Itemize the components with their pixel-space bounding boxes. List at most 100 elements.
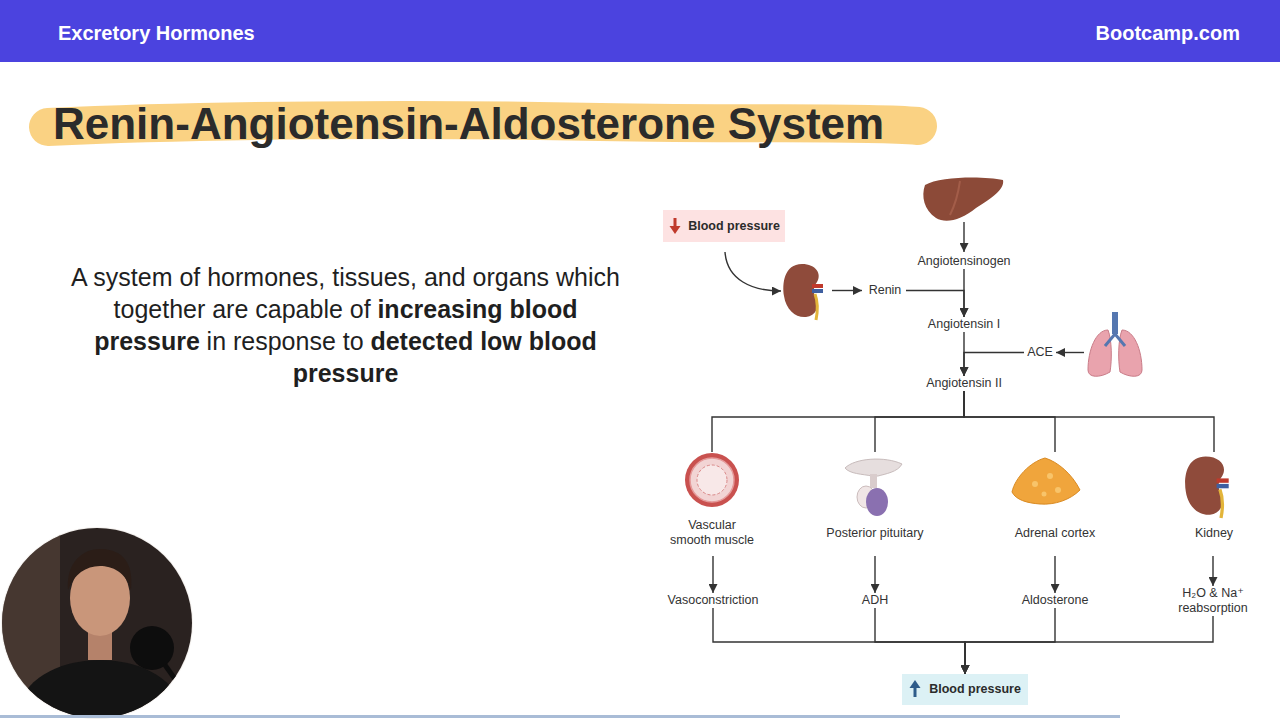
flow-arrow	[875, 391, 964, 452]
flow-arrow	[963, 269, 964, 317]
decrease-arrow-symbol	[670, 218, 681, 234]
secretion-arrow	[963, 222, 964, 252]
enzyme-label: ACE	[1024, 345, 1056, 360]
node-label: Angiotensin II	[917, 376, 1011, 391]
adrenal-icon	[1012, 458, 1080, 504]
vessel-muscle	[690, 458, 734, 502]
hormone-label: Angiotensin II	[917, 376, 1011, 391]
decrease-arrow-head	[670, 226, 681, 234]
kidney-icon	[1185, 456, 1229, 518]
signal-arrow	[725, 252, 781, 291]
section-name: Excretory Hormones	[58, 20, 255, 46]
microphone	[130, 626, 174, 670]
node-label: Blood pressure	[929, 682, 1021, 697]
flow-arrow	[1212, 556, 1213, 586]
flow-arrow	[965, 616, 1213, 674]
pituitary-stalk	[870, 474, 877, 488]
target-organ: Kidney	[1184, 452, 1244, 556]
adrenal-texture	[1032, 481, 1038, 487]
increase-arrow-symbol	[910, 680, 921, 697]
posterior-pituitary-lobe	[866, 488, 888, 516]
renal-vein	[1217, 484, 1229, 488]
increase-arrow-head	[910, 680, 921, 688]
flow-arrow	[965, 608, 1055, 674]
node-label: ADH	[855, 593, 895, 608]
flow-arrow	[712, 391, 964, 452]
node-label: Aldosterone	[1010, 593, 1100, 608]
condition-box: Blood pressure	[663, 210, 785, 242]
liver-lobe-line	[950, 181, 960, 215]
node-label: Blood pressure	[688, 219, 780, 234]
target-organ: Posterior pituitary	[815, 452, 935, 556]
hypothalamus	[845, 459, 902, 476]
renal-artery	[1217, 478, 1229, 482]
node-label: Posterior pituitary	[815, 526, 935, 541]
lungs-icon	[1088, 312, 1142, 376]
flow-arrow	[712, 556, 713, 593]
progress-bar	[0, 715, 1120, 718]
adrenal-texture	[1042, 492, 1047, 497]
renal-vein	[812, 289, 823, 293]
effect-label: Aldosterone	[1010, 593, 1100, 608]
vessel-lumen	[697, 465, 727, 495]
secretion-arrow	[1056, 352, 1084, 353]
target-organ: Vascular smooth muscle	[667, 452, 757, 556]
vessel-icon	[685, 453, 739, 507]
increase-arrow-shaft	[914, 687, 917, 697]
site-name: Bootcamp.com	[1096, 20, 1240, 46]
effect-label: ADH	[855, 593, 895, 608]
flow-arrow	[906, 291, 964, 318]
pituitary-icon	[845, 459, 902, 516]
target-organ: Adrenal cortex	[1005, 452, 1105, 556]
vessel-wall	[685, 453, 739, 507]
adrenal-texture	[1055, 487, 1061, 493]
node-label: Vascular smooth muscle	[667, 518, 757, 548]
secretion-arrow	[832, 290, 862, 291]
flow-arrow	[963, 332, 964, 376]
node-label: Renin	[864, 283, 906, 298]
left-lung	[1088, 330, 1111, 376]
title-box: Renin-Angiotensin-Aldosterone System	[53, 99, 884, 149]
webcam-image	[0, 525, 200, 720]
ureter	[1220, 489, 1223, 518]
node-label: ACE	[1024, 345, 1056, 360]
presenter-hair	[68, 549, 132, 590]
outcome-box: Blood pressure	[902, 674, 1028, 705]
kidney-icon	[783, 264, 823, 320]
definition-text: in response to	[207, 327, 364, 355]
microphone-arm	[165, 665, 190, 700]
adrenal-texture	[1047, 473, 1053, 479]
flow-arrow	[964, 353, 1024, 377]
hormone-label: Angiotensin I	[919, 317, 1009, 332]
flow-arrow	[1054, 556, 1055, 593]
node-label: Angiotensin I	[919, 317, 1009, 332]
renal-artery	[812, 284, 823, 288]
node-label: Vasoconstriction	[658, 593, 768, 608]
hormone-label: Angiotensinogen	[908, 254, 1020, 269]
liver-icon	[923, 177, 1003, 220]
effect-label: H₂O & Na⁺ reabsorption	[1171, 586, 1255, 616]
flow-arrow	[713, 608, 965, 674]
node-label: H₂O & Na⁺ reabsorption	[1171, 586, 1255, 616]
flow-arrow	[964, 391, 1214, 452]
enzyme-label: Renin	[864, 283, 906, 298]
liver-shape	[923, 177, 1003, 220]
decrease-arrow-shaft	[674, 218, 677, 227]
flow-arrow	[874, 556, 875, 593]
effect-label: Vasoconstriction	[658, 593, 768, 608]
node-label: Adrenal cortex	[1005, 526, 1105, 541]
slide-title: Renin-Angiotensin-Aldosterone System	[53, 99, 884, 149]
adrenal-shape	[1012, 458, 1080, 504]
connector-group	[712, 269, 1214, 674]
node-label: Angiotensinogen	[908, 254, 1020, 269]
ureter	[815, 294, 817, 320]
trachea	[1112, 312, 1118, 334]
presenter-webcam	[0, 525, 200, 720]
right-lung	[1119, 330, 1142, 376]
node-label: Kidney	[1184, 526, 1244, 541]
definition-paragraph: A system of hormones, tissues, and organ…	[58, 261, 633, 389]
flow-arrow	[964, 391, 1055, 452]
flow-arrow	[875, 608, 965, 674]
